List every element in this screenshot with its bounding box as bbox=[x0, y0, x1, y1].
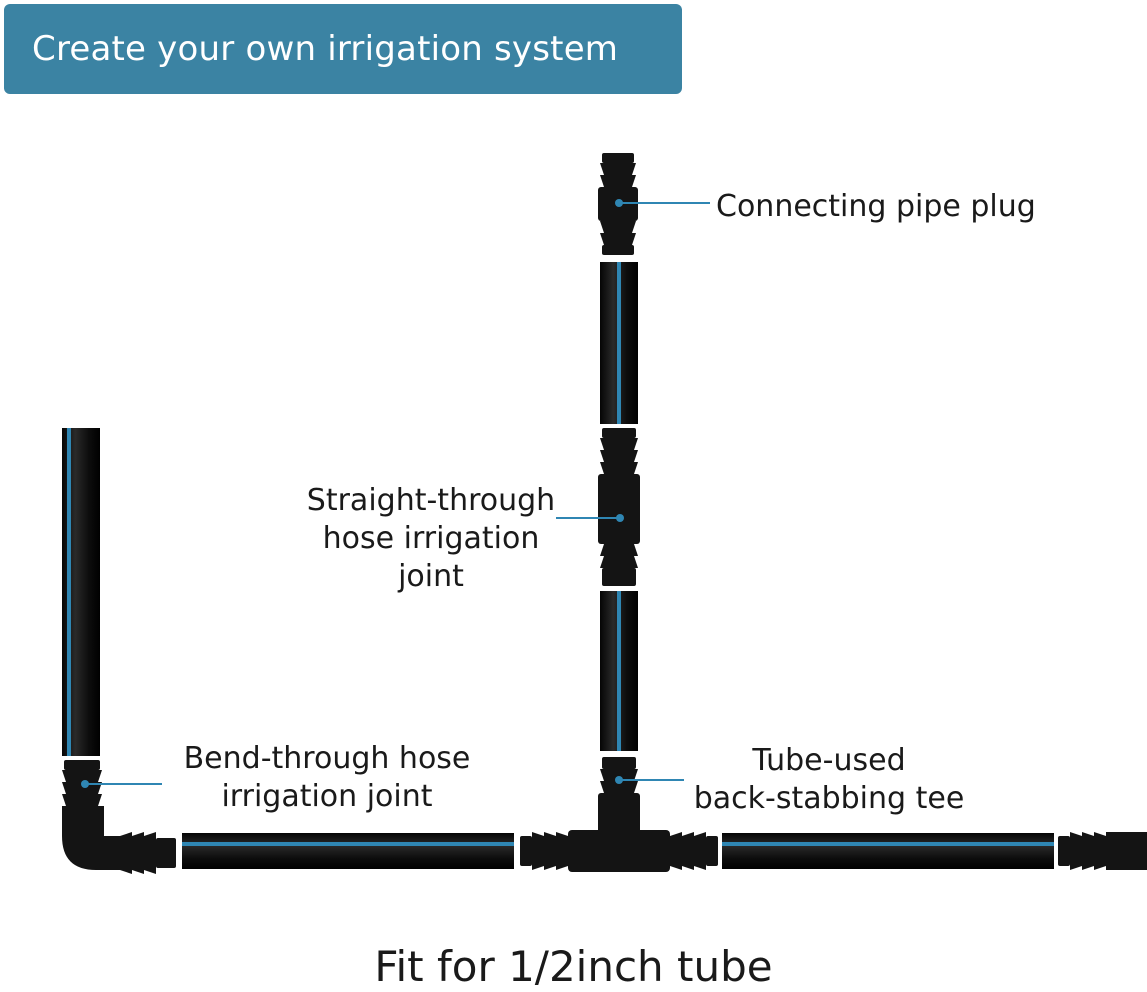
horizontal-pipe-left bbox=[182, 833, 514, 869]
bend-label-line2: irrigation joint bbox=[221, 779, 433, 814]
connecting-pipe-plug-label: Connecting pipe plug bbox=[716, 189, 1036, 224]
bend-through-joint bbox=[62, 760, 176, 874]
vertical-pipe-upper bbox=[600, 262, 638, 424]
right-edge-connector bbox=[1058, 832, 1147, 870]
straight-label-line2: hose irrigation bbox=[322, 521, 540, 556]
bend-label-line1: Bend-through hose bbox=[183, 741, 471, 776]
back-stabbing-tee-label: Tube-used back-stabbing tee bbox=[676, 742, 982, 818]
header-banner: Create your own irrigation system bbox=[4, 4, 682, 94]
header-title: Create your own irrigation system bbox=[32, 29, 619, 69]
horizontal-pipe-right bbox=[722, 833, 1054, 869]
leader-lines bbox=[81, 199, 710, 788]
tee-stem bbox=[598, 757, 640, 833]
bend-through-joint-label: Bend-through hose irrigation joint bbox=[160, 740, 494, 816]
straight-label-line1: Straight-through bbox=[306, 483, 556, 518]
straight-label-line3: joint bbox=[398, 559, 464, 594]
tee-label-line2: back-stabbing tee bbox=[693, 781, 965, 816]
footer-caption: Fit for 1/2inch tube bbox=[374, 942, 773, 991]
vertical-pipe-lower bbox=[600, 591, 638, 751]
tee-label-line1: Tube-used bbox=[752, 743, 906, 778]
straight-through-joint bbox=[598, 428, 640, 586]
straight-through-joint-label: Straight-through hose irrigation joint bbox=[290, 482, 572, 596]
back-stabbing-tee bbox=[520, 830, 718, 872]
left-vertical-pipe bbox=[62, 428, 100, 756]
